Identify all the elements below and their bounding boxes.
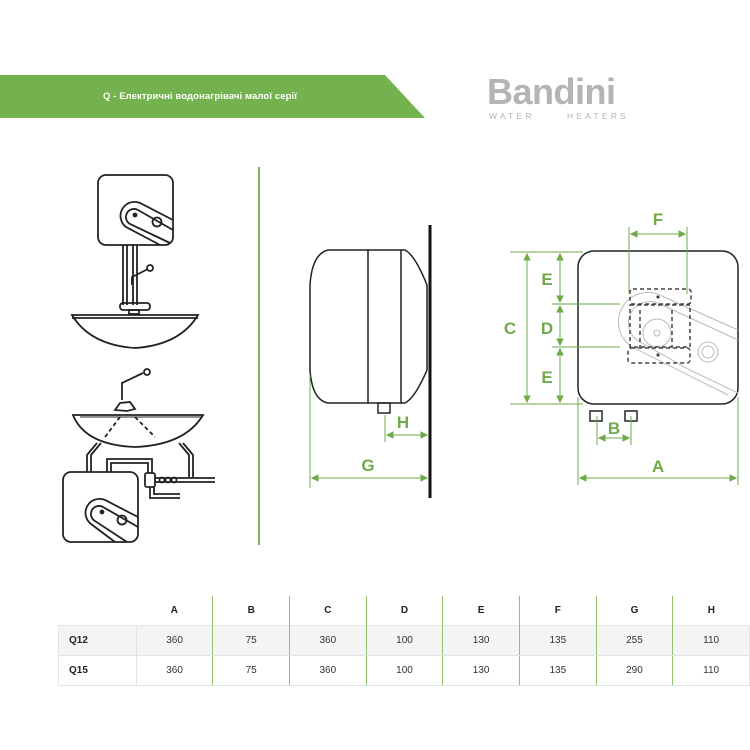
logo-subtitle-heaters: HEATERS [567,111,629,121]
heater-under-sink-icon [62,368,215,543]
table-header-row: A B C D E F G H [59,596,750,626]
table-cell-f: 135 [518,655,597,686]
front-view-drawing: F E C D E B A [504,210,739,485]
logo-subtitle-water: WATER [489,111,535,121]
water-pipe-icon [377,402,391,414]
table-cell-a: 360 [135,625,213,656]
table-cell-g: 255 [595,625,673,656]
dimension-label-g: G [361,456,374,475]
table-header-e: E [442,596,520,626]
table-cell-h: 110 [672,625,750,656]
heater-above-sink-icon [70,174,200,349]
dimension-label-e-top: E [541,270,552,289]
section-divider [258,167,260,545]
bandini-logo: Bandini WATER HEATERS [487,72,637,126]
table-header-c: C [289,596,367,626]
table-row-q15: Q15 360 75 360 100 130 135 290 110 [58,655,750,686]
logo-name: Bandini [487,71,616,112]
table-cell-b: 75 [212,655,290,686]
table-cell-model: Q15 [58,655,137,686]
table-cell-c: 360 [289,625,367,656]
dimension-label-b: B [608,419,620,438]
table-header-g: G [595,596,673,626]
dimension-label-f: F [653,210,663,229]
table-cell-g: 290 [595,655,673,686]
dimensions-table: A B C D E F G H Q12 360 75 360 100 130 1… [58,596,750,686]
table-cell-d: 100 [365,655,443,686]
table-cell-b: 75 [212,625,290,656]
table-cell-f: 135 [518,625,597,656]
dimension-label-h: H [397,413,409,432]
table-header-model [59,596,137,626]
table-header-d: D [365,596,443,626]
banner-shape [0,75,425,118]
dimension-label-a: A [652,457,664,476]
table-header-b: B [212,596,290,626]
table-cell-e: 130 [442,655,520,686]
series-banner: Q - Електричні водонагрівачі малої серії [0,75,425,118]
banner-title: Q - Електричні водонагрівачі малої серії [102,91,298,102]
table-header-h: H [672,596,750,626]
dimension-label-e-bottom: E [541,368,552,387]
table-cell-e: 130 [442,625,520,656]
dimension-label-c: C [504,319,516,338]
table-cell-model: Q12 [58,625,137,656]
table-row-q12: Q12 360 75 360 100 130 135 255 110 [58,625,750,656]
table-cell-c: 360 [289,655,367,686]
side-view-drawing: H G [309,225,432,498]
table-header-a: A [170,605,178,616]
table-header-f: F [518,596,597,626]
table-cell-h: 110 [672,655,750,686]
table-cell-d: 100 [365,625,443,656]
table-cell-a: 360 [135,655,213,686]
dimension-label-d: D [541,319,553,338]
